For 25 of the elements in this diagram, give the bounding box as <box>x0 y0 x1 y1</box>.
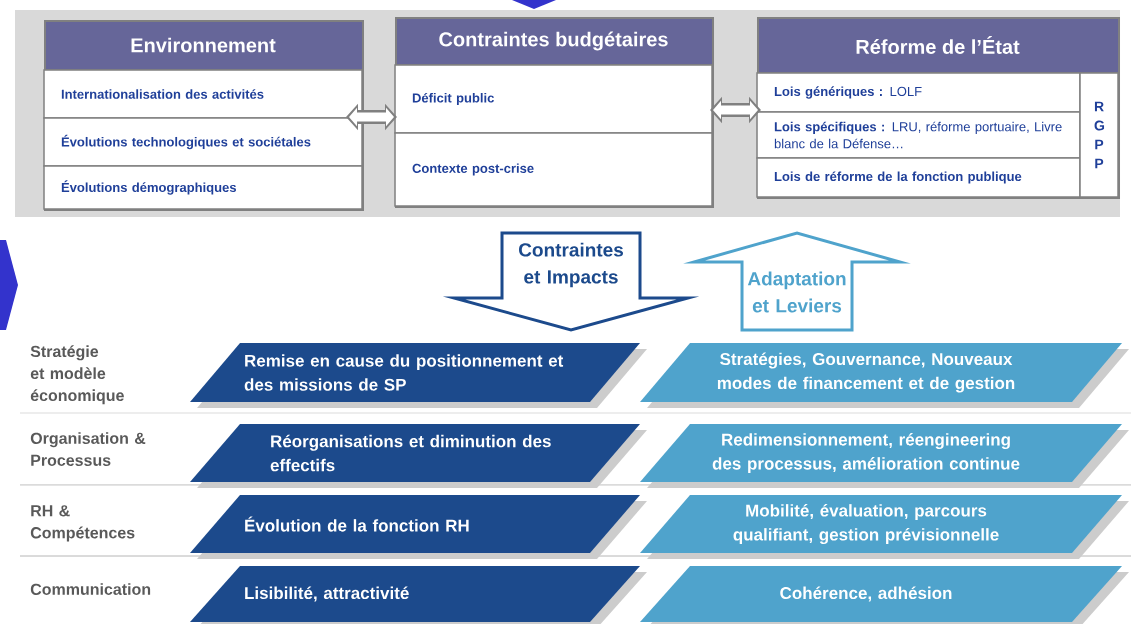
edge-label: Adaptation et Leviers <box>747 271 846 313</box>
table-cell: Internationalisation des activités <box>43 69 363 119</box>
side-cell: R G P P <box>1079 72 1119 198</box>
double-arrow <box>710 96 761 124</box>
table-cell: Évolutions technologiques et sociétales <box>43 117 363 167</box>
parallelogram-banner: Mobilité, évaluation, parcours qualifiant, gestion prévisionnelle <box>640 495 1129 559</box>
row-label: Communication <box>30 583 151 595</box>
block-arrow <box>683 231 911 332</box>
row-label: RH & Compétences <box>30 505 135 542</box>
parallelogram-banner: Réorganisations et diminution des effectifs <box>190 424 647 488</box>
edge-label: Contraintes et Impacts <box>519 242 623 288</box>
triangle-shape <box>512 0 556 9</box>
row-label: Stratégie et modèle économique <box>30 345 124 405</box>
table-cell: Contexte post-crise <box>394 132 713 207</box>
parallelogram-banner: Redimensionnement, réengineering des processus, amélioration continue <box>640 424 1129 488</box>
parallelogram-banner: Lisibilité, attractivité <box>190 566 647 624</box>
parallelogram-banner: Remise en cause du positionnement et des missions de SP <box>190 343 647 408</box>
parallelogram-banner: Cohérence, adhésion <box>640 566 1129 624</box>
double-arrow <box>346 103 397 131</box>
parallelogram-banner: Évolution de la fonction RH <box>190 495 647 559</box>
table-cell: Évolutions démographiques <box>43 165 363 210</box>
chevron-shape <box>0 240 18 330</box>
parallelogram-banner: Stratégies, Gouvernance, Nouveaux modes de financement et de gestion <box>640 343 1129 408</box>
table-cell: Déficit public <box>394 64 713 134</box>
row-label: Organisation & Processus <box>30 432 146 466</box>
